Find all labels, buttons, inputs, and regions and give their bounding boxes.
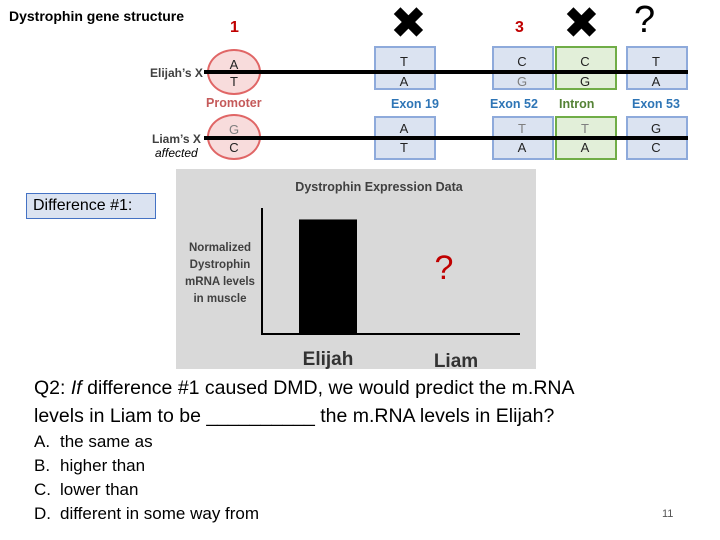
row-label-elijah: Elijah’s X	[150, 66, 203, 80]
region-label-exon53: Exon 53	[632, 97, 680, 111]
exon52-elijah-top-base: C	[517, 54, 527, 69]
answer-b-letter: B.	[34, 456, 51, 475]
category-label-elijah: Elijah	[303, 349, 354, 369]
affected-label: affected	[155, 146, 198, 160]
bar-elijah	[299, 219, 357, 334]
region-label-exon19: Exon 19	[391, 97, 439, 111]
intron-liam-bottom-base: A	[580, 140, 590, 155]
category-label-liam: Liam	[434, 351, 478, 369]
exon19-elijah-box	[374, 46, 436, 90]
promoter-liam-bottom-base: C	[229, 140, 239, 155]
answer-d-text: different in some way from	[60, 504, 260, 523]
slide-title: Dystrophin gene structure	[9, 8, 185, 24]
answer-d[interactable]: D. different in some way from	[34, 502, 259, 526]
chart-title: Dystrophin Expression Data	[295, 180, 463, 194]
exon52-liam-bottom-base: A	[517, 140, 527, 155]
exon53-elijah-box	[626, 46, 688, 90]
exon19-elijah-top-base: T	[400, 54, 408, 69]
answer-c-letter: C.	[34, 480, 51, 499]
question-line1: difference #1 caused DMD, we would predi…	[81, 377, 575, 399]
intron-liam-top-base: T	[581, 121, 589, 136]
intron-elijah-box	[555, 46, 617, 90]
promoter-elijah-top-base: A	[229, 57, 239, 72]
elijah-dna-line	[204, 70, 688, 74]
answer-c-text: lower than	[60, 480, 139, 499]
exon52-liam-top-base: T	[518, 121, 526, 136]
exon53-liam-bottom-base: C	[651, 140, 661, 155]
exon19-liam-bottom-base: T	[400, 140, 408, 155]
question-mark-exon53: ?	[634, 0, 656, 41]
region-label-intron: Intron	[559, 97, 595, 111]
x-mark-icon-intron: ✖	[563, 0, 600, 48]
intron-elijah-bottom-base: G	[579, 74, 591, 89]
row-label-liam: Liam’s X	[152, 132, 201, 146]
difference-label: Difference #1:	[26, 193, 156, 219]
exon53-elijah-top-base: T	[652, 54, 660, 69]
answer-b[interactable]: B. higher than	[34, 454, 259, 478]
exon53-elijah-bottom-base: A	[651, 74, 661, 89]
exon19-liam-top-base: A	[399, 121, 409, 136]
marker-3: 3	[515, 19, 524, 36]
x-mark-icon-exon19: ✖	[390, 0, 427, 48]
intron-elijah-top-base: C	[580, 54, 590, 69]
region-label-exon52: Exon 52	[490, 97, 538, 111]
answer-a-text: the same as	[60, 432, 153, 451]
exon52-elijah-box	[492, 46, 554, 90]
question-if: If	[70, 377, 82, 399]
question-line2: levels in Liam to be __________ the m.RN…	[34, 405, 555, 427]
exon53-liam-top-base: G	[650, 121, 662, 136]
promoter-elijah-bottom-base: T	[230, 74, 238, 89]
answer-b-text: higher than	[60, 456, 146, 475]
answer-d-letter: D.	[34, 504, 51, 523]
answer-list: A. the same as B. higher than C. lower than…	[34, 430, 259, 526]
question-text: Q2: If difference #1 caused DMD, we woul…	[34, 374, 694, 430]
marker-1: 1	[230, 19, 239, 36]
question-prefix: Q2:	[34, 377, 71, 399]
answer-c[interactable]: C. lower than	[34, 478, 259, 502]
exon19-elijah-bottom-base: A	[399, 74, 409, 89]
chart-unknown-marker: ?	[435, 249, 454, 287]
page-number: 11	[662, 508, 674, 520]
promoter-liam-top-base: G	[228, 122, 240, 137]
liam-dna-line	[204, 136, 688, 140]
region-label-promoter: Promoter	[206, 96, 262, 110]
answer-a-letter: A.	[34, 432, 51, 451]
answer-a[interactable]: A. the same as	[34, 430, 259, 454]
exon52-elijah-bottom-base: G	[516, 74, 528, 89]
